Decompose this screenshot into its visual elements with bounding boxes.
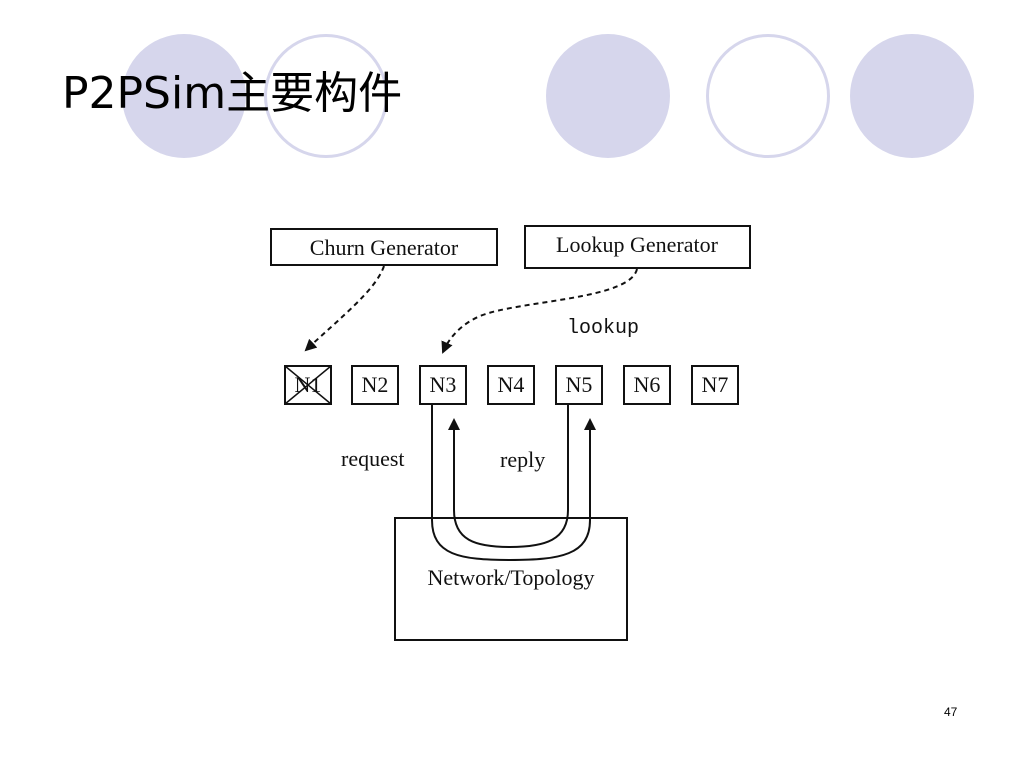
page-number: 47 (944, 705, 958, 719)
decorative-circle-2 (546, 34, 670, 158)
request-edge-label: request (341, 446, 405, 471)
node-label: N5 (566, 372, 593, 397)
request-path (431, 405, 596, 562)
node-label: N3 (430, 372, 457, 397)
decorative-circle-3 (850, 34, 974, 158)
churn-generator-label: Churn Generator (310, 235, 459, 260)
node-n5: N5 (555, 365, 603, 405)
decorative-ring-2 (706, 34, 830, 158)
lookup-arrow (441, 268, 638, 354)
node-label: N4 (498, 372, 525, 397)
node-label: N6 (634, 372, 661, 397)
decorative-circle-1 (122, 34, 246, 158)
lookup-generator-box: Lookup Generator (524, 225, 751, 269)
reply-edge-label: reply (500, 447, 545, 472)
churn-arrow (304, 265, 385, 352)
lookup-edge-label: lookup (567, 317, 639, 340)
churn-generator-box: Churn Generator (270, 228, 498, 266)
node-n4: N4 (487, 365, 535, 405)
network-topology-label: Network/Topology (427, 565, 594, 590)
node-label: N7 (702, 372, 729, 397)
node-n2: N2 (351, 365, 399, 405)
reply-path (448, 405, 569, 549)
network-topology-box: Network/Topology (394, 517, 628, 641)
lookup-generator-label: Lookup Generator (556, 232, 719, 257)
node-n3: N3 (419, 365, 467, 405)
node-label: N2 (362, 372, 389, 397)
node-n1: N1 (284, 365, 332, 405)
node-n7: N7 (691, 365, 739, 405)
decorative-ring-1 (264, 34, 388, 158)
node-n6: N6 (623, 365, 671, 405)
slide-title: P2PSim主要构件 (62, 68, 403, 119)
